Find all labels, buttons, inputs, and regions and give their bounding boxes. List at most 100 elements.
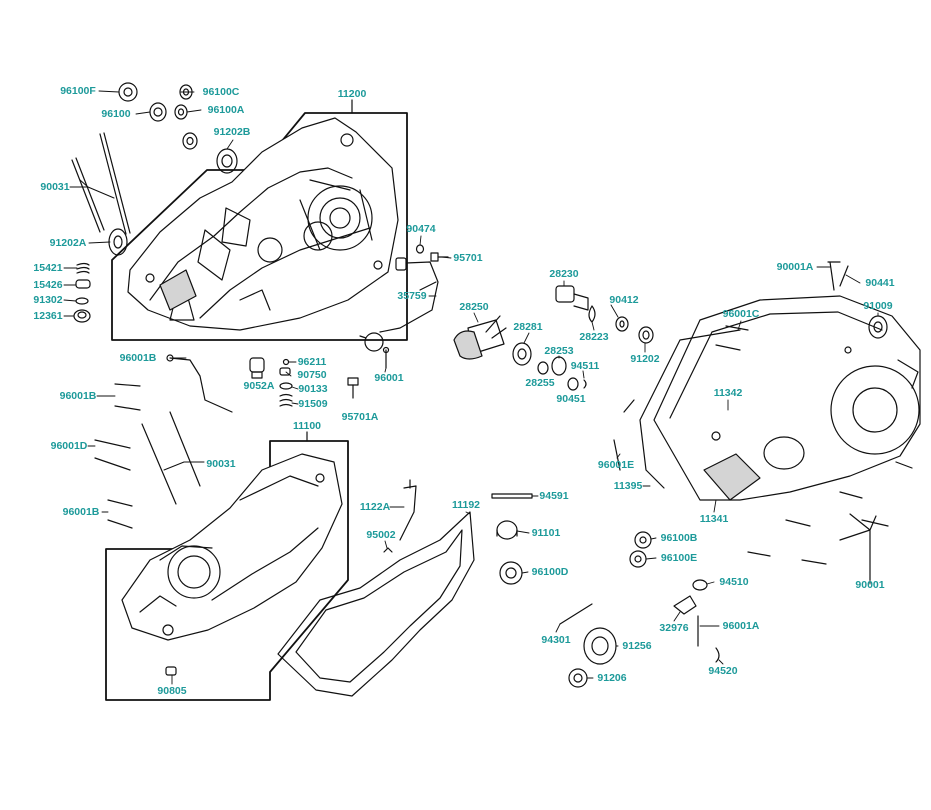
callout-96100B[interactable]: 96100B — [660, 532, 698, 544]
spindle-28230[interactable] — [555, 285, 589, 311]
clip-94510[interactable] — [692, 579, 708, 591]
callout-94301[interactable]: 94301 — [541, 634, 571, 646]
bearing-96100F[interactable] — [118, 82, 138, 102]
callout-96100C[interactable]: 96100C — [202, 86, 240, 98]
washer-90412[interactable] — [615, 316, 629, 332]
callout-15421[interactable]: 15421 — [33, 262, 63, 274]
clip-90474[interactable] — [415, 244, 425, 254]
callout-1122A[interactable]: 1122A — [359, 501, 391, 513]
callout-91202B[interactable]: 91202B — [213, 126, 251, 138]
callout-91206[interactable]: 91206 — [597, 672, 627, 684]
clutch-cover-11342[interactable] — [653, 295, 921, 501]
callout-94510[interactable]: 94510 — [719, 576, 749, 588]
callout-28255[interactable]: 28255 — [525, 377, 555, 389]
kick-shaft-28250[interactable] — [453, 315, 507, 360]
callout-96001B-b[interactable]: 96001B — [59, 390, 97, 402]
oring-96211[interactable] — [282, 358, 290, 366]
pipe-1122A[interactable] — [399, 479, 417, 541]
washer-28255[interactable] — [537, 361, 549, 375]
callout-11342[interactable]: 11342 — [713, 387, 743, 399]
callout-11395[interactable]: 11395 — [613, 480, 643, 492]
callout-91009[interactable]: 91009 — [863, 300, 893, 312]
spring-15421[interactable] — [76, 262, 90, 274]
bolt-95701A[interactable] — [347, 377, 359, 399]
pin-94301[interactable] — [559, 603, 593, 625]
callout-90474[interactable]: 90474 — [406, 223, 436, 235]
bearing-91206[interactable] — [568, 668, 588, 688]
stud-90031-upper[interactable] — [71, 132, 131, 235]
clip-94511[interactable] — [583, 379, 587, 389]
bearing-96100D[interactable] — [499, 561, 523, 585]
callout-90133[interactable]: 90133 — [298, 383, 328, 395]
bolt-96001E[interactable] — [613, 399, 635, 471]
clip-95002[interactable] — [383, 547, 393, 553]
seal-upper[interactable] — [182, 132, 198, 150]
callout-11192[interactable]: 11192 — [451, 499, 481, 511]
stud-90031-lower[interactable] — [141, 411, 201, 505]
callout-96100E[interactable]: 96100E — [660, 552, 698, 564]
callout-90805[interactable]: 90805 — [157, 685, 187, 697]
callout-35759[interactable]: 35759 — [397, 290, 427, 302]
callout-95701[interactable]: 95701 — [453, 252, 483, 264]
callout-96001A[interactable]: 96001A — [722, 620, 760, 632]
callout-28223[interactable]: 28223 — [579, 331, 609, 343]
callout-28253[interactable]: 28253 — [544, 345, 574, 357]
callout-94591[interactable]: 94591 — [539, 490, 569, 502]
bearing-96100[interactable] — [149, 102, 167, 122]
callout-96211[interactable]: 96211 — [297, 356, 327, 368]
callout-91202A[interactable]: 91202A — [49, 237, 87, 249]
callout-90001[interactable]: 90001 — [855, 579, 885, 591]
bolt-96001D[interactable] — [94, 439, 131, 471]
callout-90441[interactable]: 90441 — [865, 277, 895, 289]
callout-15426[interactable]: 15426 — [33, 279, 63, 291]
callout-90750[interactable]: 90750 — [297, 369, 327, 381]
callout-91101[interactable]: 91101 — [531, 527, 561, 539]
plug-90750[interactable] — [279, 367, 291, 376]
callout-96001[interactable]: 96001 — [374, 372, 404, 384]
callout-91302[interactable]: 91302 — [33, 294, 63, 306]
bearing-96100E[interactable] — [629, 550, 647, 568]
callout-90001A[interactable]: 90001A — [776, 261, 814, 273]
callout-11100[interactable]: 11100 — [292, 420, 322, 432]
clip-94520[interactable] — [715, 647, 720, 663]
bolt-96001B-b[interactable] — [114, 383, 141, 411]
spring-91509[interactable] — [279, 393, 293, 407]
callout-28250[interactable]: 28250 — [459, 301, 489, 313]
gasket-11192[interactable] — [277, 511, 475, 697]
bolt-90001A[interactable] — [827, 261, 841, 291]
plug-90805[interactable] — [165, 666, 177, 676]
callout-94520[interactable]: 94520 — [708, 665, 738, 677]
callout-96001C[interactable]: 96001C — [722, 308, 760, 320]
crankcase-right-half[interactable] — [127, 117, 399, 331]
callout-91202[interactable]: 91202 — [630, 353, 660, 365]
gear-28281[interactable] — [512, 342, 532, 366]
callout-28281[interactable]: 28281 — [513, 321, 543, 333]
callout-96001D[interactable]: 96001D — [50, 440, 88, 452]
callout-90031-lower[interactable]: 90031 — [206, 458, 236, 470]
callout-96100D[interactable]: 96100D — [531, 566, 569, 578]
bolt-96001B-c[interactable] — [107, 499, 133, 529]
bushing-28253[interactable] — [551, 356, 567, 376]
callout-90412[interactable]: 90412 — [609, 294, 639, 306]
callout-96001B-a[interactable]: 96001B — [119, 352, 157, 364]
plug-12361[interactable] — [73, 309, 91, 323]
cap-15426[interactable] — [75, 279, 91, 289]
seal-91202[interactable] — [638, 326, 654, 344]
callout-90451[interactable]: 90451 — [556, 393, 586, 405]
callout-96001E[interactable]: 96001E — [597, 459, 635, 471]
callout-96100F[interactable]: 96100F — [60, 85, 96, 97]
clip-90441[interactable] — [839, 265, 849, 287]
callout-28230[interactable]: 28230 — [549, 268, 579, 280]
seal-91202A[interactable] — [108, 228, 128, 256]
bearing-96100A[interactable] — [174, 104, 188, 120]
bracket-32976[interactable] — [673, 595, 697, 615]
seal-91256[interactable] — [583, 627, 617, 665]
callout-32976[interactable]: 32976 — [659, 622, 689, 634]
bearing-96100B[interactable] — [634, 531, 652, 549]
callout-94511[interactable]: 94511 — [570, 360, 600, 372]
crankcase-left-half[interactable] — [121, 453, 343, 641]
washer-90451[interactable] — [567, 377, 579, 391]
callout-11200[interactable]: 11200 — [337, 88, 367, 100]
bolt-96001[interactable] — [382, 346, 390, 369]
callout-91256[interactable]: 91256 — [622, 640, 652, 652]
